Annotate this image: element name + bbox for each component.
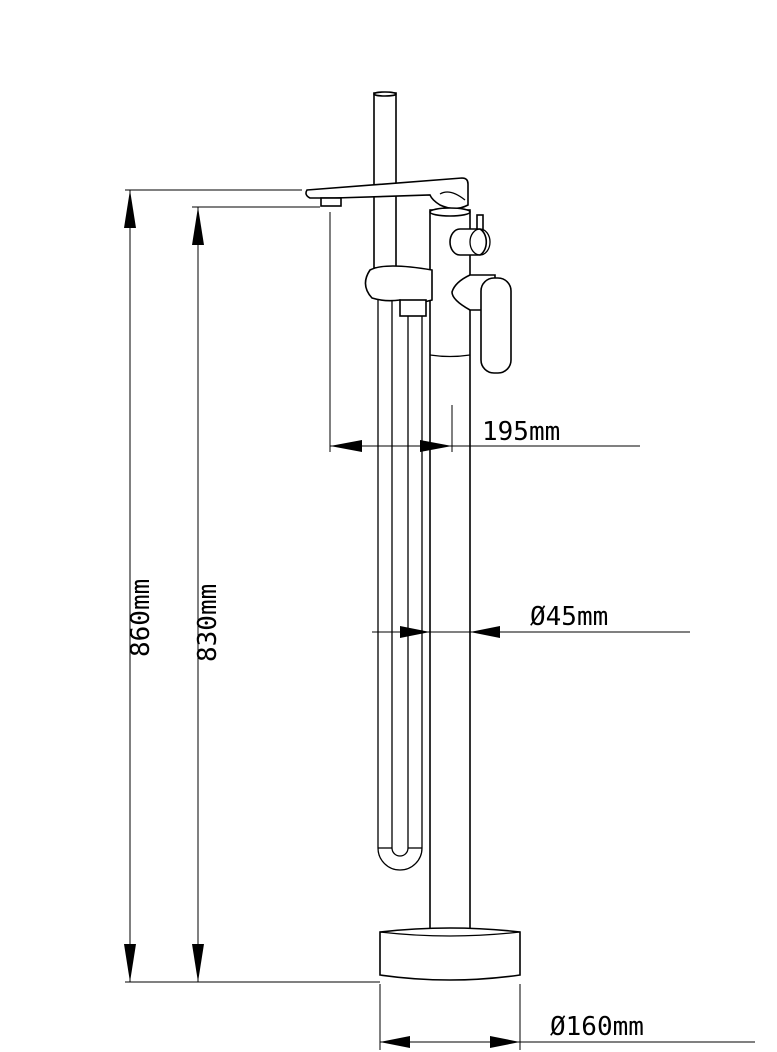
spout-reach-label: 195mm	[482, 417, 560, 447]
shower-rod	[373, 92, 397, 269]
main-column	[429, 209, 471, 933]
spout-height-label: 830mm	[193, 584, 223, 662]
mixer-lever	[480, 277, 512, 374]
floor-base	[379, 927, 521, 981]
spout-outlet	[320, 197, 342, 207]
faucet	[305, 91, 521, 981]
dimension-195: 195mm	[329, 212, 640, 452]
dimension-830: 830mm	[192, 206, 320, 982]
diverter-pin	[476, 214, 484, 231]
dimension-860: 860mm	[124, 189, 380, 983]
base-diameter-label: Ø160mm	[550, 1012, 644, 1042]
shower-hose	[377, 300, 423, 871]
dimension-45: Ø45mm	[372, 602, 690, 638]
hose-holder	[364, 265, 433, 304]
dimension-160: Ø160mm	[379, 984, 755, 1050]
total-height-label: 860mm	[126, 579, 156, 657]
diverter-knob	[449, 228, 488, 256]
spout	[305, 177, 469, 210]
column-diameter-label: Ø45mm	[530, 602, 608, 632]
